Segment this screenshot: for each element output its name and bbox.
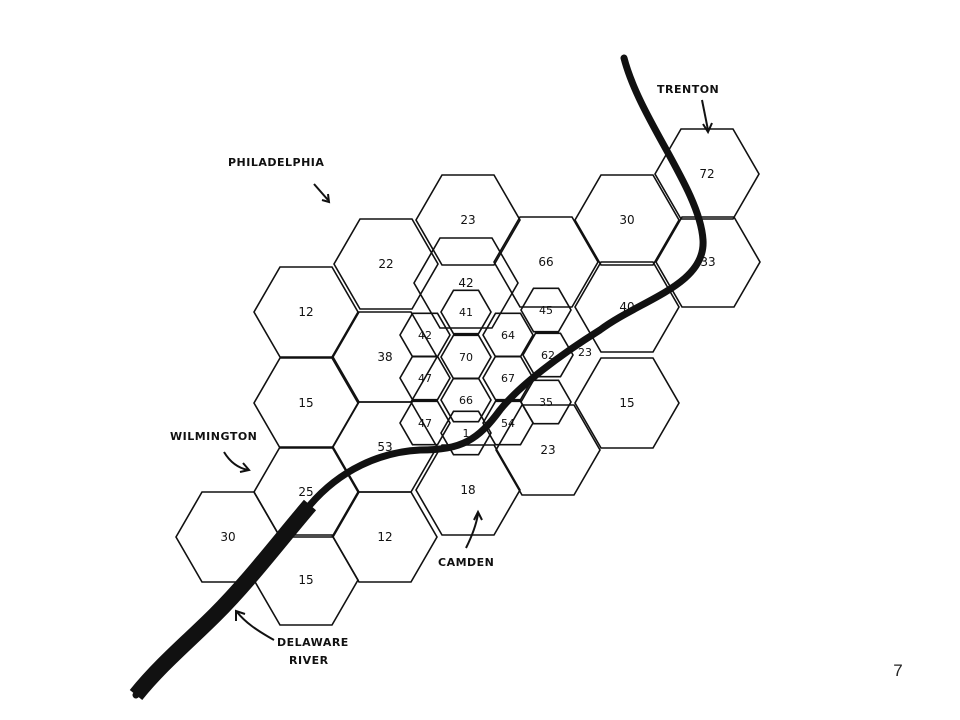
philadelphia-label: PHILADELPHIA	[228, 156, 324, 169]
large-cell-label: 42	[458, 276, 473, 290]
delaware-arrow	[235, 609, 275, 641]
large-cell-label: 12	[377, 530, 392, 544]
delaware-river-mouth	[129, 499, 317, 701]
large-cell-hex	[574, 174, 680, 266]
large-cell-label: 33	[700, 255, 715, 269]
large-cell-hex	[253, 266, 359, 358]
large-cell-label: 15	[298, 573, 313, 587]
large-cell-label: 18	[460, 483, 475, 497]
large-cell-hex	[415, 174, 521, 266]
river-label: RIVER	[289, 654, 329, 667]
small-cell-hex	[520, 287, 572, 333]
small-cell-hex	[399, 400, 451, 446]
small-cell-label: 47	[418, 417, 432, 430]
large-cell-label: 12	[298, 305, 313, 319]
small-cell-label: 1	[463, 427, 470, 440]
large-cell-hex	[493, 216, 599, 308]
philadelphia-arrow	[313, 183, 331, 204]
trenton-arrow	[701, 99, 713, 135]
slide-number: 7	[893, 661, 903, 680]
small-cell-label: 47	[418, 372, 432, 385]
large-cell-label: 66	[538, 255, 553, 269]
small-cell-hex	[482, 400, 534, 446]
large-cell-hex	[415, 444, 521, 536]
large-cell-hex	[333, 218, 439, 310]
small-cell-label: 42	[418, 329, 432, 342]
small-cell-label: 70	[459, 351, 473, 364]
large-cell-hex	[413, 237, 519, 329]
large-cell-label: 72	[699, 167, 714, 181]
camden-label: CAMDEN	[438, 556, 494, 569]
large-cell-label: 23	[460, 213, 475, 227]
small-cell-hex	[399, 355, 451, 401]
small-cell-label: 67	[501, 372, 515, 385]
small-cell-hex	[440, 377, 492, 423]
small-cell-label: 45	[539, 304, 553, 317]
small-cell-hex	[440, 289, 492, 335]
large-cell-label: 15	[619, 396, 634, 410]
large-cell-label: 23	[540, 443, 555, 457]
large-cell-label: 25	[298, 485, 313, 499]
large-cell-hex	[655, 216, 761, 308]
large-cell-label: 15	[298, 396, 313, 410]
small-cell-label: 64	[501, 329, 515, 342]
large-cell-label: 38	[377, 350, 392, 364]
large-cell-hex	[574, 261, 680, 353]
large-cell-label: 53	[377, 440, 392, 454]
large-cell-label: 30	[619, 213, 634, 227]
wilmington-label: WILMINGTON	[170, 430, 257, 443]
edge-cell-label: 23	[578, 346, 592, 359]
large-cell-hex	[574, 357, 680, 449]
camden-arrow	[465, 509, 483, 549]
large-cell-hex	[332, 491, 438, 583]
small-cell-label: 66	[459, 394, 473, 407]
large-cell-label: 22	[378, 257, 393, 271]
small-cell-hex	[440, 410, 492, 456]
large-cell-label: 30	[220, 530, 235, 544]
small-cell-label: 35	[539, 396, 553, 409]
small-cell-label: 41	[459, 306, 473, 319]
small-cell-label: 54	[501, 417, 515, 430]
trenton-label: TRENTON	[657, 83, 719, 96]
wilmington-arrow	[223, 451, 251, 473]
delaware-label: DELAWARE	[277, 636, 349, 649]
